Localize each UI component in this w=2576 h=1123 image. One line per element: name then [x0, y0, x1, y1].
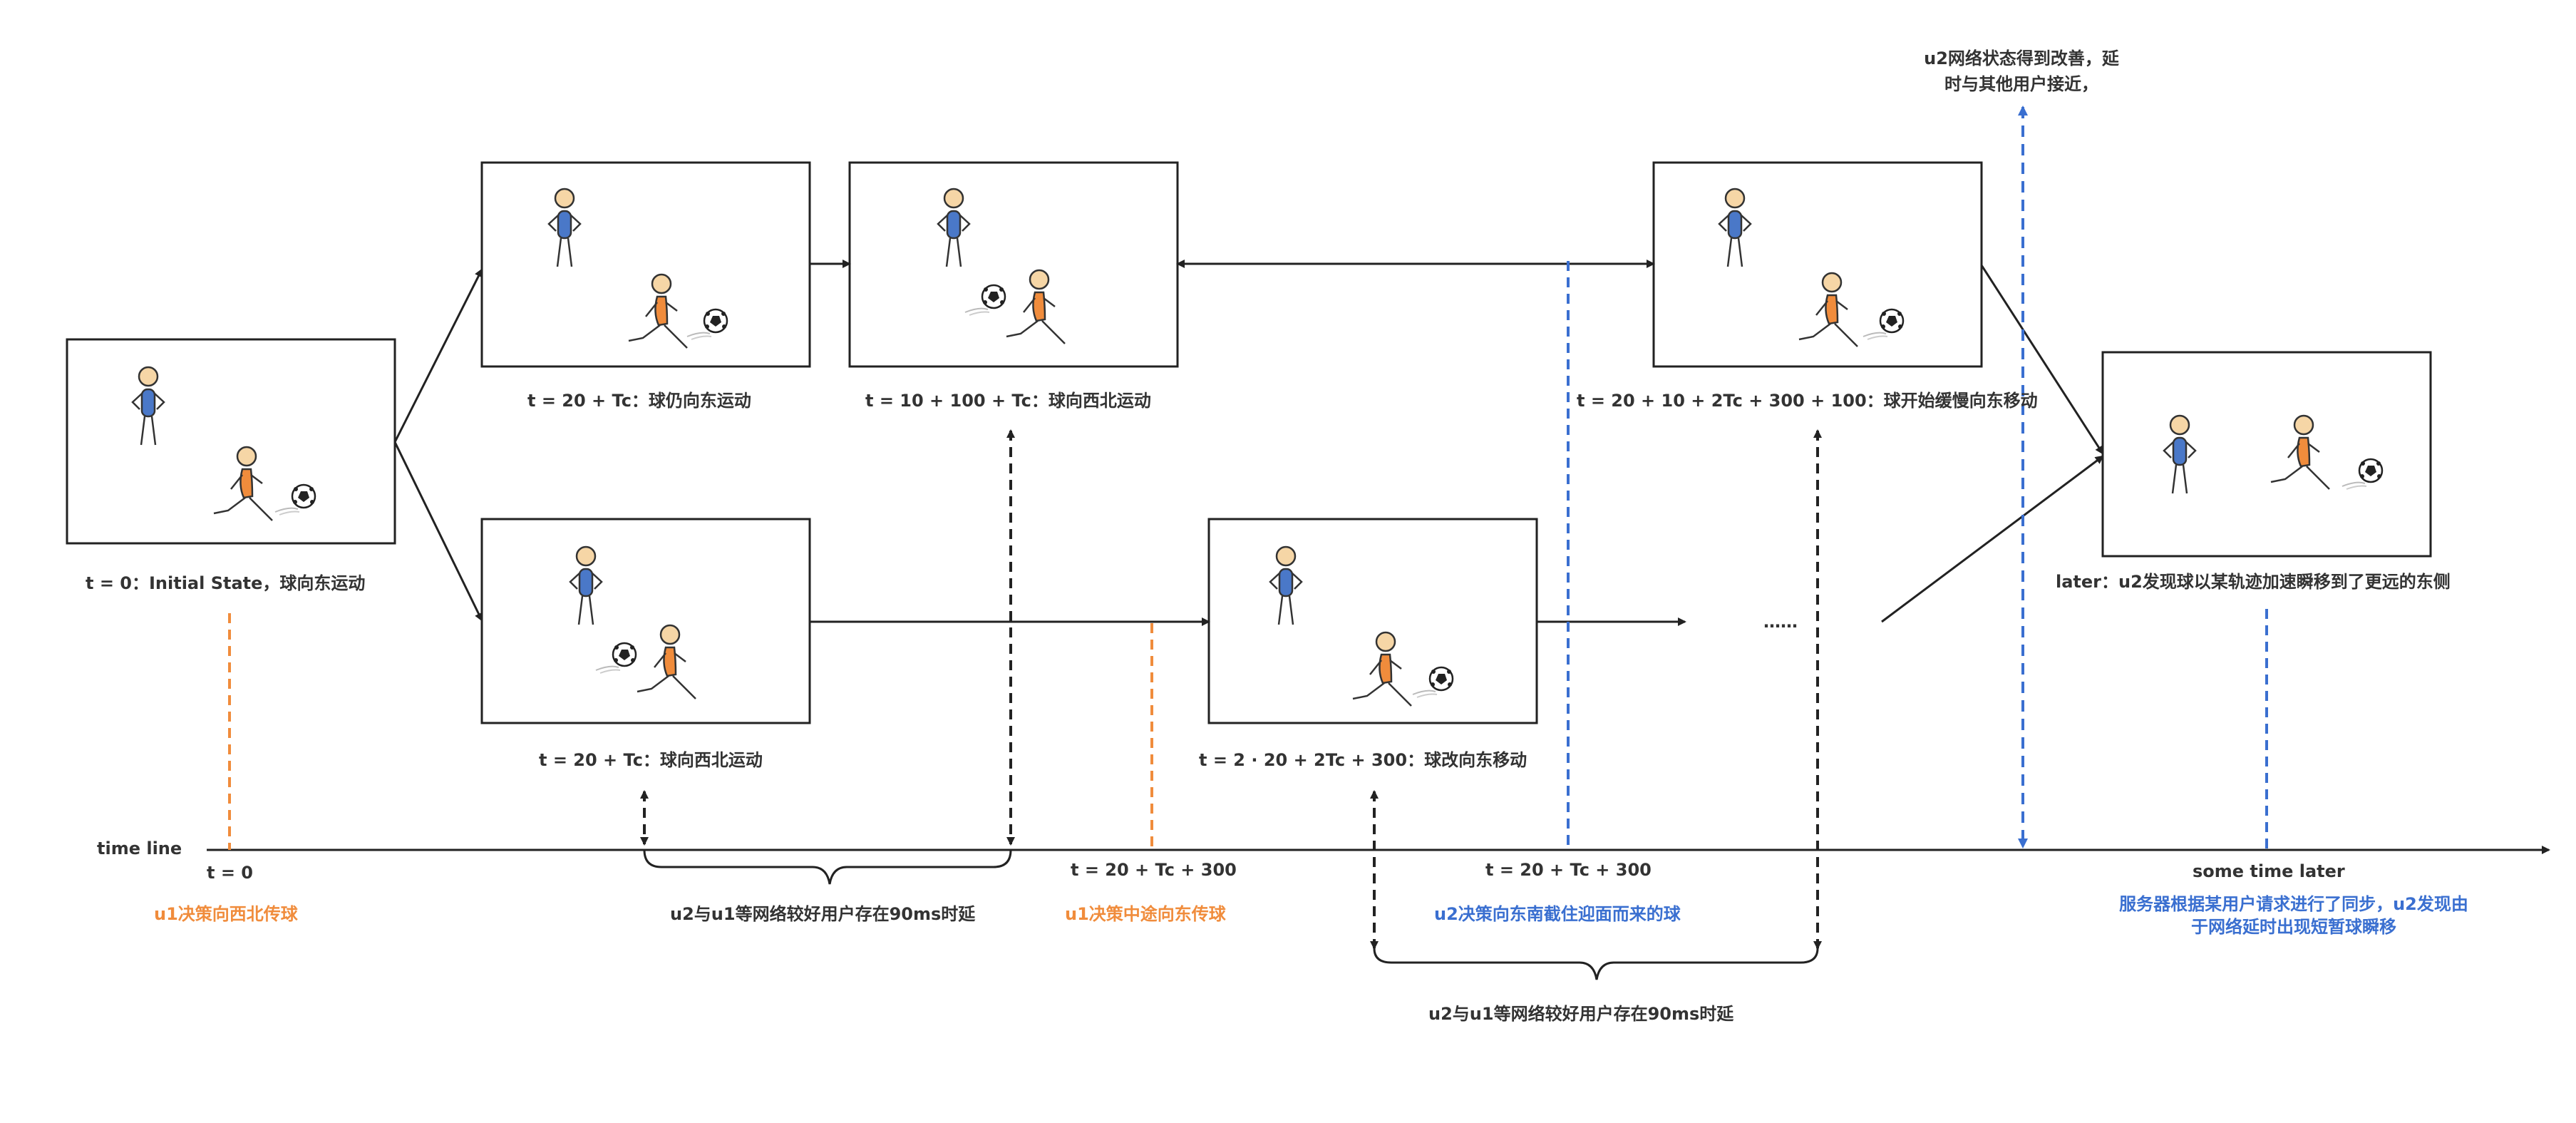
timeline-tick-0: t = 0 [207, 863, 253, 883]
scene-caption-t0: t = 0：Initial State，球向东运动 [86, 573, 366, 593]
latency-label-2: u2与u1等网络较好用户存在90ms时延 [1428, 1004, 1734, 1024]
latency-brace-2 [1373, 948, 1819, 980]
scene-box-lower-1 [480, 518, 811, 724]
continuation-dots: …… [1763, 612, 1798, 632]
scene-box-lower-2 [1207, 518, 1538, 724]
scene-caption-upper-1: t = 20 + Tc：球仍向东运动 [527, 391, 751, 411]
network-improve-line2: 时与其他用户接近， [1944, 74, 2098, 94]
scene-box-upper-2 [848, 161, 1179, 368]
u1-mid-decision: u1决策中途向东传球 [1065, 904, 1226, 924]
scene-box-later [2101, 351, 2432, 558]
sync-note-line2: 于网络延时出现短暂球瞬移 [2191, 917, 2396, 937]
timeline-label: time line [97, 839, 182, 858]
u2-intercept-decision: u2决策向东南截住迎面而来的球 [1434, 904, 1681, 924]
scene-caption-upper-2: t = 10 + 100 + Tc：球向西北运动 [865, 391, 1151, 411]
timeline-tick-1: t = 20 + Tc + 300 [1071, 860, 1237, 880]
scene-caption-lower-2: t = 2 · 20 + 2Tc + 300：球改向东移动 [1199, 750, 1527, 770]
timeline-tick-2: t = 20 + Tc + 300 [1485, 860, 1652, 880]
timeline-tick-3: some time later [2193, 861, 2345, 881]
scene-box-upper-3 [1652, 161, 1983, 368]
scene-caption-upper-3: t = 20 + 10 + 2Tc + 300 + 100：球开始缓慢向东移动 [1577, 391, 2038, 411]
sync-note-line1: 服务器根据某用户请求进行了同步，u2发现由 [2119, 894, 2468, 914]
scene-box-upper-1 [480, 161, 811, 368]
latency-label-1: u2与u1等网络较好用户存在90ms时延 [670, 904, 976, 924]
scene-caption-lower-1: t = 20 + Tc：球向西北运动 [539, 750, 763, 770]
network-improve-line1: u2网络状态得到改善，延 [1924, 48, 2119, 68]
latency-arrows [640, 429, 1822, 950]
u1-initial-decision: u1决策向西北传球 [154, 904, 298, 924]
latency-brace-1 [643, 849, 1012, 885]
scene-caption-later: later：u2发现球以某轨迹加速瞬移到了更远的东侧 [2056, 572, 2451, 592]
scene-box-t0 [66, 338, 396, 545]
